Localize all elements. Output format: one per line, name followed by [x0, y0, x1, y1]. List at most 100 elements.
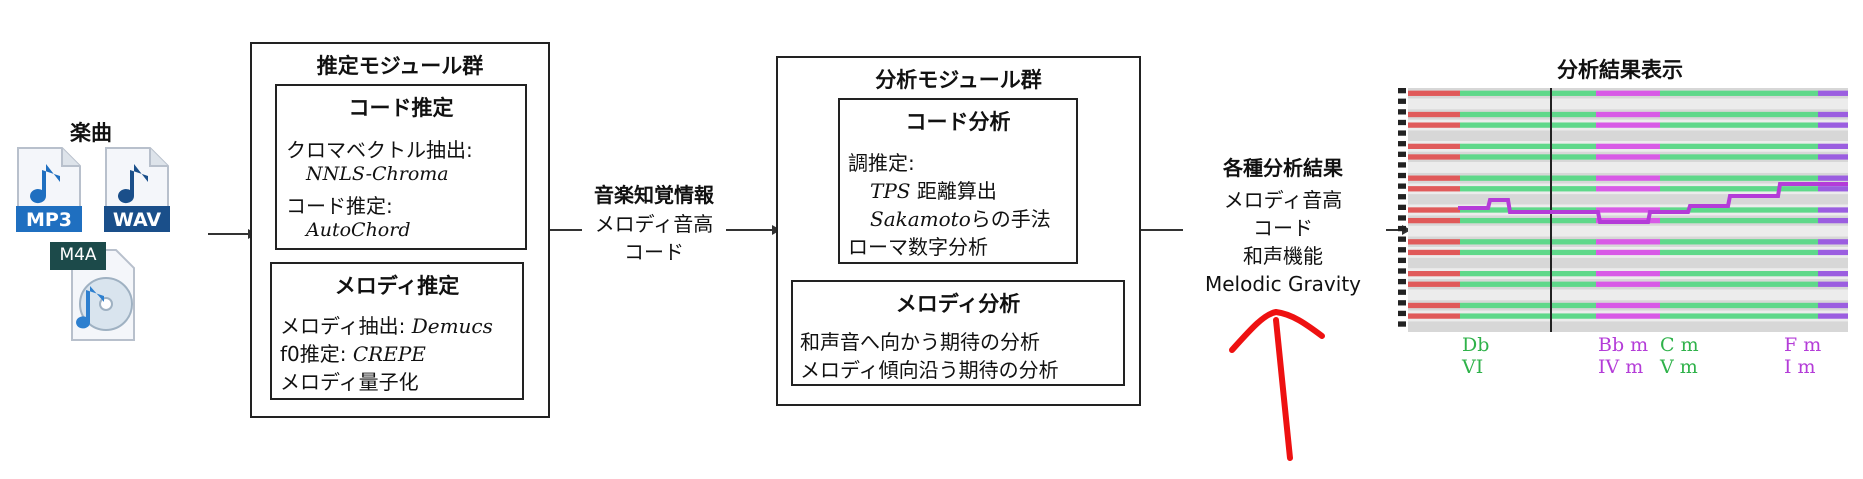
tonic-bar	[1408, 111, 1460, 118]
roll-row	[1408, 162, 1848, 173]
chord-bar-db	[1460, 122, 1596, 128]
estimation-title: 推定モジュール群	[316, 54, 484, 78]
tps-term: TPS	[870, 179, 911, 203]
tonic-bar	[1408, 154, 1460, 160]
chord-bar-cm	[1660, 249, 1818, 256]
chord-bar-bbm	[1596, 249, 1660, 256]
chord-bar-fm	[1818, 111, 1848, 118]
key-estimation-label: 調推定:	[848, 151, 915, 175]
chord-bar-db	[1460, 143, 1596, 149]
roman-numeral-analysis-label: ローマ数字分析	[848, 235, 988, 259]
roll-row	[1408, 225, 1848, 237]
piano-key	[1398, 194, 1406, 200]
roll-row	[1408, 194, 1848, 205]
roman-label-vm: V m	[1660, 356, 1698, 378]
piano-key	[1398, 119, 1406, 126]
piano-key	[1398, 268, 1406, 274]
piano-key	[1398, 300, 1406, 306]
tonic-bar	[1408, 249, 1460, 256]
chord-estimation-box	[275, 84, 527, 250]
tonic-bar	[1408, 207, 1460, 213]
melody-estimation-title: メロディ推定	[334, 274, 460, 298]
chord-bar-fm	[1818, 239, 1848, 245]
chord-bar-db	[1460, 281, 1596, 287]
piano-key	[1398, 183, 1406, 189]
chord-bar-bbm	[1596, 143, 1660, 149]
red-annotation-arrow	[1229, 309, 1325, 461]
result-chord: コード	[1253, 216, 1313, 240]
melody-analysis-title: メロディ分析	[895, 292, 1021, 316]
chord-bar-bbm	[1596, 175, 1660, 181]
chord-label-cm: C m	[1660, 334, 1699, 356]
crepe-tool: CREPE	[352, 342, 426, 366]
piano-key	[1398, 257, 1406, 264]
piano-key	[1398, 88, 1406, 94]
chord-bar-fm	[1818, 281, 1848, 287]
chord-bar-bbm	[1596, 239, 1660, 245]
tonic-bar	[1408, 271, 1460, 277]
chord-estimation-title: コード推定	[348, 96, 454, 120]
wav-label: WAV	[112, 209, 162, 231]
chord-bar-fm	[1818, 90, 1848, 96]
analysis-title: 分析モジュール群	[875, 68, 1042, 92]
roman-label-im: I m	[1784, 356, 1816, 378]
input-title: 楽曲	[70, 121, 112, 145]
perception-info: 音楽知覚情報 メロディ音高 コード	[582, 180, 726, 266]
perception-melody-pitch: メロディ音高	[594, 212, 714, 236]
chord-bar-fm	[1818, 122, 1848, 128]
piano-key	[1398, 278, 1406, 285]
chord-bar-fm	[1818, 175, 1848, 181]
chord-bar-cm	[1660, 217, 1818, 224]
autochord-tool: AutoChord	[306, 219, 411, 241]
nnls-chroma-tool: NNLS-Chroma	[306, 163, 449, 185]
chord-bar-bbm	[1596, 313, 1660, 319]
f0-estimation-line: f0推定: CREPE	[280, 338, 426, 367]
chord-bar-bbm	[1596, 271, 1660, 277]
chord-bar-fm	[1818, 313, 1848, 319]
roll-row	[1408, 289, 1848, 301]
tonic-bar	[1408, 122, 1460, 128]
analysis-results: 各種分析結果 メロディ音高 コード 和声機能 Melodic Gravity	[1178, 150, 1388, 298]
roll-row	[1408, 321, 1848, 332]
piano-key	[1398, 98, 1406, 104]
melody-estimation-box	[270, 262, 524, 400]
piano-key	[1398, 321, 1406, 327]
chord-bar-db	[1460, 90, 1596, 96]
tps-line: TPS 距離算出	[870, 175, 997, 204]
chord-label-bbm: Bb m	[1598, 334, 1649, 356]
tps-distance-label: 距離算出	[910, 179, 997, 203]
chord-bar-db	[1460, 175, 1596, 181]
chord-bar-fm	[1818, 154, 1848, 160]
results-title: 各種分析結果	[1223, 156, 1343, 180]
tonic-bar	[1408, 281, 1460, 287]
melody-extraction-label: メロディ抽出:	[280, 314, 412, 338]
chord-bar-fm	[1818, 207, 1848, 213]
m4a-music-cd-icon: M4A	[50, 242, 142, 342]
chord-bar-cm	[1660, 90, 1818, 96]
chord-bar-db	[1460, 271, 1596, 277]
chord-bar-cm	[1660, 302, 1818, 309]
tonic-bar	[1408, 239, 1460, 245]
tonic-bar	[1408, 175, 1460, 181]
piano-key	[1398, 204, 1406, 210]
harmonic-tone-expectation-label: 和声音へ向かう期待の分析	[800, 330, 1040, 354]
chord-bar-fm	[1818, 271, 1848, 277]
chord-bar-cm	[1660, 111, 1818, 118]
chord-bar-db	[1460, 239, 1596, 245]
melody-tendency-expectation-label: メロディ傾向沿う期待の分析	[800, 358, 1059, 382]
piano-key	[1398, 215, 1406, 221]
roll-row	[1408, 130, 1848, 142]
chord-analysis-title: コード分析	[905, 110, 1011, 134]
arrowhead	[1402, 225, 1411, 235]
piano-key	[1398, 236, 1406, 242]
piano-key	[1398, 141, 1406, 147]
tonic-bar	[1408, 313, 1460, 319]
chord-bar-db	[1460, 111, 1596, 118]
chord-bar-db	[1460, 313, 1596, 319]
result-melody-pitch: メロディ音高	[1223, 188, 1343, 212]
tonic-bar	[1408, 186, 1460, 192]
chord-bar-db	[1460, 154, 1596, 160]
roll-row	[1408, 257, 1848, 269]
arrow-results-to-display	[1386, 229, 1406, 231]
chord-label-fm: F m	[1784, 334, 1822, 356]
